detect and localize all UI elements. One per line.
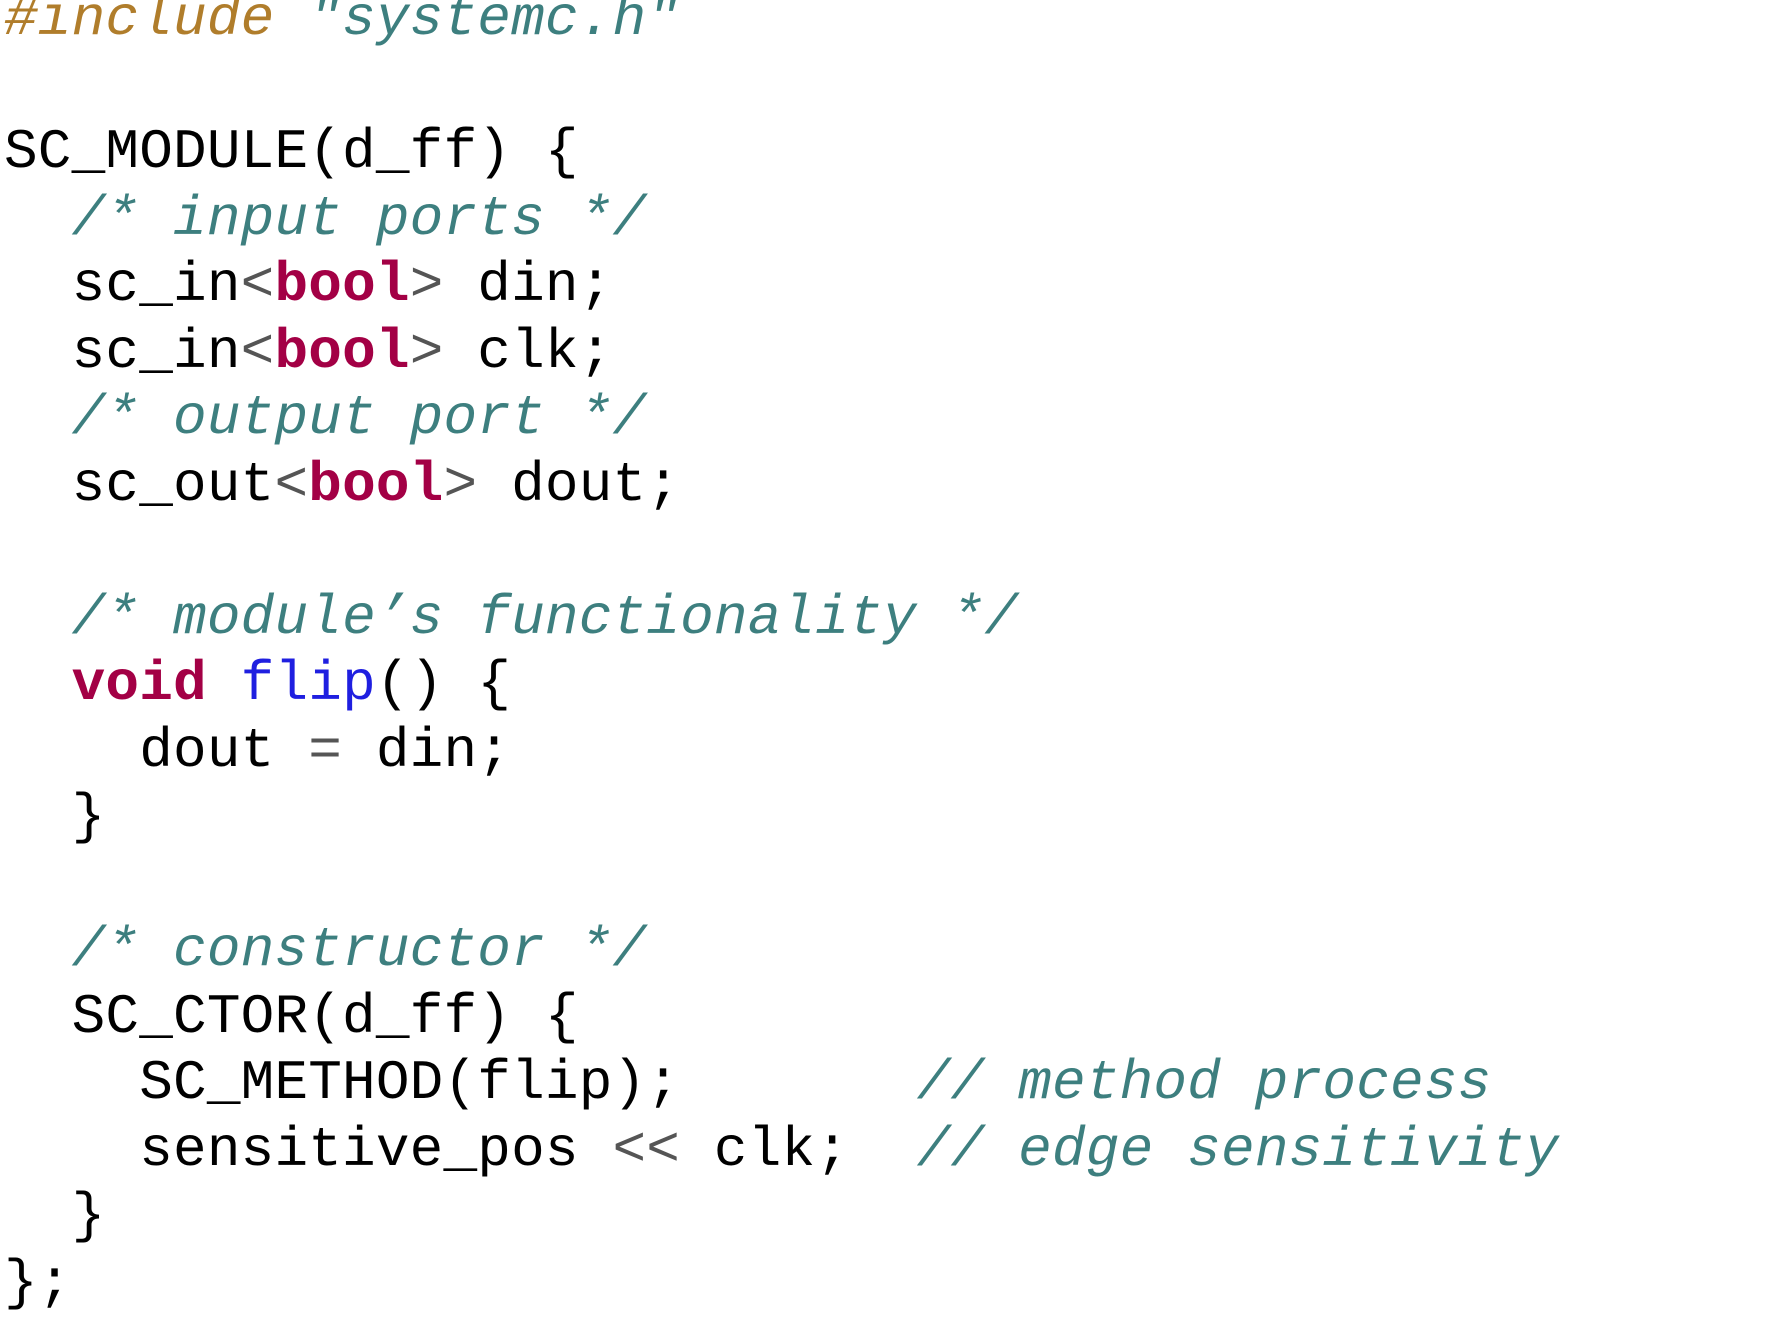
operator-token: = [308, 718, 343, 783]
comment-token: // edge sensitivity [916, 1117, 1560, 1182]
code-text-token [207, 652, 241, 716]
code-line: #include "systemc.h" [4, 0, 1559, 53]
code-text-token [4, 652, 72, 716]
code-text-token: }; [4, 1250, 72, 1315]
code-line: /* output port */ [4, 385, 1559, 452]
function-name-token: flip [240, 652, 376, 716]
code-line: SC_CTOR(d_ff) { [4, 984, 1559, 1051]
code-text-token: sc_out [4, 452, 275, 517]
code-text-token: SC_MODULE(d_ff) { [4, 120, 579, 184]
code-text-token [4, 187, 72, 251]
keyword-token: bool [274, 319, 410, 384]
code-text-token: dout [4, 718, 309, 783]
code-line: ​ [4, 518, 1559, 585]
comment-token: /* module’s functionality */ [71, 585, 1019, 650]
operator-token: << [612, 1117, 681, 1182]
code-text-token [4, 386, 72, 450]
code-line: SC_METHOD(flip); // method process [4, 1050, 1559, 1117]
operator-token: > [443, 452, 478, 517]
code-line: sensitive_pos << clk; // edge sensitivit… [4, 1117, 1559, 1184]
operator-token: < [274, 452, 309, 517]
code-text-token: sensitive_pos [4, 1117, 613, 1182]
operator-token: < [240, 319, 275, 384]
code-text-token: SC_METHOD(flip); [4, 1051, 917, 1115]
comment-token: /* output port */ [71, 386, 647, 450]
operator-token: < [240, 253, 275, 317]
code-text-token [4, 586, 72, 650]
code-line: /* input ports */ [4, 186, 1559, 253]
string-token: "systemc.h" [308, 0, 681, 51]
keyword-token: bool [274, 253, 410, 317]
keyword-token: void [71, 652, 207, 716]
code-line: ​ [4, 851, 1559, 918]
code-text-token: clk; [680, 1117, 917, 1182]
code-listing: #include "systemc.h"​SC_MODULE(d_ff) { /… [4, 0, 1559, 1316]
code-line: ​ [4, 53, 1559, 120]
operator-token: > [409, 253, 444, 317]
code-line: } [4, 1183, 1559, 1250]
keyword-token: bool [308, 452, 444, 517]
code-line: SC_MODULE(d_ff) { [4, 119, 1559, 186]
code-text-token: () { [375, 652, 512, 716]
code-text-token: sc_in [4, 253, 241, 317]
code-text-token: clk; [443, 319, 613, 384]
comment-token: /* input ports */ [71, 186, 647, 251]
code-text-token: din; [342, 718, 512, 783]
code-line: sc_in<bool> clk; [4, 319, 1559, 386]
code-line: } [4, 784, 1559, 851]
preprocessor-token: #include [4, 0, 275, 51]
code-text-token: SC_CTOR(d_ff) { [4, 984, 579, 1049]
code-text-token: sc_in [4, 319, 241, 384]
code-line: }; [4, 1250, 1559, 1317]
code-line: sc_in<bool> din; [4, 252, 1559, 319]
code-text-token: } [4, 1184, 106, 1248]
code-text-token [274, 0, 308, 51]
code-text-token [4, 918, 72, 982]
code-text-token: } [4, 785, 106, 849]
code-line: dout = din; [4, 718, 1559, 785]
comment-token: // method process [916, 1051, 1492, 1115]
code-line: sc_out<bool> dout; [4, 452, 1559, 519]
code-line: /* constructor */ [4, 917, 1559, 984]
code-text-token: din; [443, 253, 613, 317]
code-text-token: dout; [477, 452, 681, 517]
operator-token: > [409, 319, 444, 384]
code-line: void flip() { [4, 651, 1559, 718]
comment-token: /* constructor */ [71, 918, 647, 982]
code-line: /* module’s functionality */ [4, 585, 1559, 652]
